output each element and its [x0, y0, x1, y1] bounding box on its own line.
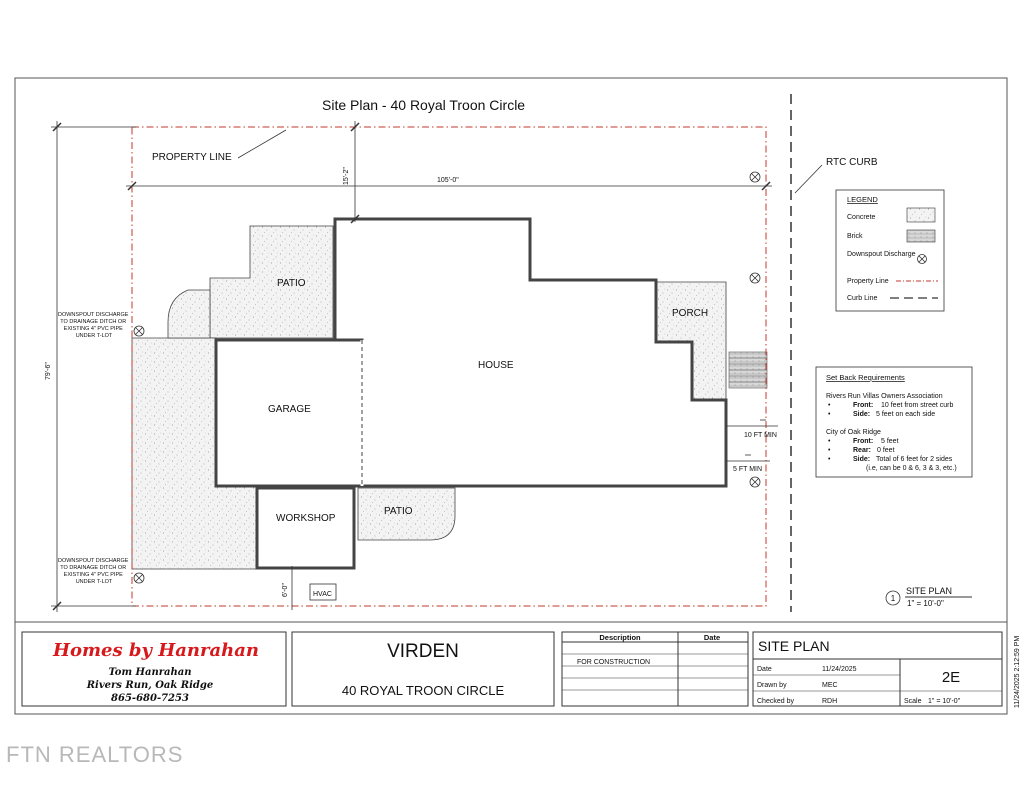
setbacks-title: Set Back Requirements — [826, 373, 905, 382]
porch-steps — [728, 351, 768, 389]
dim-front-setback — [350, 121, 360, 224]
sheet-border — [14, 77, 1008, 715]
legend-item-concrete: Concrete — [847, 214, 876, 221]
date-label: Date — [757, 666, 772, 673]
room-label-porch: PORCH — [672, 308, 708, 319]
callout-number: 1 — [891, 594, 896, 603]
downspout-icon — [749, 272, 761, 284]
project-address: 40 ROYAL TROON CIRCLE — [342, 683, 505, 698]
patio-top-area — [209, 225, 334, 339]
date-value: 11/24/2025 — [822, 666, 857, 673]
drawn-by-label: Drawn by — [757, 682, 787, 689]
dim-5ft-label: 5 FT MIN — [733, 466, 762, 473]
rtc-curb-label: RTC CURB — [826, 157, 878, 168]
downspout-icon — [749, 476, 761, 488]
plot-stamp: 11/24/2025 2:12:59 PM — [1014, 636, 1021, 708]
scale-label: Scale — [904, 698, 922, 705]
property-line-leader — [237, 129, 287, 159]
setbacks-city-title: City of Oak Ridge — [826, 429, 881, 436]
dim-depth-label: 79'-6" — [45, 362, 52, 380]
room-label-garage: GARAGE — [268, 404, 311, 415]
checked-by-label: Checked by — [757, 698, 794, 705]
dim-rear-label: 6'-0" — [282, 583, 289, 597]
hvac-pad — [309, 583, 337, 601]
sheet-number: 2E — [942, 669, 960, 686]
property-line-label: PROPERTY LINE — [152, 152, 232, 163]
dim-top-width-label: 105'-0" — [437, 177, 459, 184]
setbacks-hoa-side: • Side: 5 feet on each side — [828, 411, 935, 418]
patio-bottom-area — [357, 487, 456, 541]
contact-location: Rivers Run, Oak Ridge — [86, 680, 214, 691]
workshop-outline — [255, 486, 356, 570]
legend-item-downspout: Downspout Discharge — [847, 251, 916, 258]
downspout-icon — [749, 171, 761, 183]
dim-depth — [51, 121, 136, 612]
legend-downspout-icon — [917, 254, 927, 264]
setbacks-city-front: • Front: 5 feet — [828, 438, 899, 445]
dim-front-setback-label: 15'-2" — [343, 167, 350, 185]
plan-title: Site Plan - 40 Royal Troon Circle — [322, 97, 525, 113]
callout-label: SITE PLAN — [906, 586, 952, 596]
sheet-title: SITE PLAN — [758, 638, 830, 654]
downspout-note-2: DOWNSPOUT DISCHARGE TO DRAINAGE DITCH OR… — [58, 558, 130, 585]
room-label-workshop: WORKSHOP — [276, 513, 336, 524]
setbacks-city-side: • Side: Total of 6 feet for 2 sides — [828, 456, 953, 463]
setbacks-city-rear: • Rear: 0 feet — [828, 447, 895, 454]
legend-item-brick: Brick — [847, 233, 863, 240]
model-name: VIRDEN — [387, 641, 459, 662]
downspout-icon — [133, 325, 145, 337]
checked-by-value: RDH — [822, 698, 837, 705]
dim-side-setbacks — [726, 419, 778, 462]
property-line — [131, 126, 767, 607]
rev-header-description: Description — [599, 633, 641, 642]
legend-item-property-line: Property Line — [847, 278, 889, 285]
setback-requirements-box: Set Back Requirements Rivers Run Villas … — [815, 366, 973, 478]
legend-swatch-brick — [906, 229, 936, 243]
room-label-patio-bottom: PATIO — [384, 506, 413, 517]
setbacks-city-side-note: (i.e, can be 0 & 6, 3 & 3, etc.) — [866, 465, 957, 472]
revision-table — [561, 631, 749, 707]
company-panel — [21, 631, 287, 707]
site-plan-callout: 1 SITE PLAN 1" = 10'-0" — [885, 586, 972, 608]
legend-swatch-concrete — [906, 207, 936, 223]
rev-entry-description: FOR CONSTRUCTION — [577, 659, 650, 666]
callout-scale: 1" = 10'-0" — [907, 599, 944, 608]
dim-10ft-label: 10 FT MIN — [744, 432, 777, 439]
setbacks-hoa-title: Rivers Run Villas Owners Association — [826, 393, 943, 400]
walkway-curve — [167, 289, 211, 339]
room-label-house: HOUSE — [478, 360, 514, 371]
scale-value: 1" = 10'-0" — [928, 698, 961, 705]
dim-top-width — [126, 181, 772, 191]
room-label-patio-top: PATIO — [277, 278, 306, 289]
setbacks-hoa-front: • Front: 10 feet from street curb — [828, 402, 953, 409]
project-panel — [291, 631, 555, 707]
contact-name: Tom Hanrahan — [109, 667, 192, 678]
downspout-note-1: DOWNSPOUT DISCHARGE TO DRAINAGE DITCH OR… — [58, 312, 130, 339]
company-logo: Homes by Hanrahan — [52, 640, 259, 661]
legend-item-curb-line: Curb Line — [847, 295, 877, 302]
downspout-symbols — [133, 171, 761, 584]
drawn-by-value: MEC — [822, 682, 838, 689]
contact-phone: 865-680-7253 — [111, 693, 189, 704]
downspout-icon — [133, 572, 145, 584]
rev-header-date: Date — [704, 633, 720, 642]
legend-title: LEGEND — [847, 195, 878, 204]
rtc-curb-leader — [794, 164, 823, 194]
legend-box: LEGEND Concrete Brick Downspout Discharg… — [835, 189, 945, 312]
watermark-text: FTN REALTORS — [6, 742, 184, 767]
sheet-info-panel — [752, 631, 1003, 707]
room-label-hvac: HVAC — [313, 591, 332, 598]
